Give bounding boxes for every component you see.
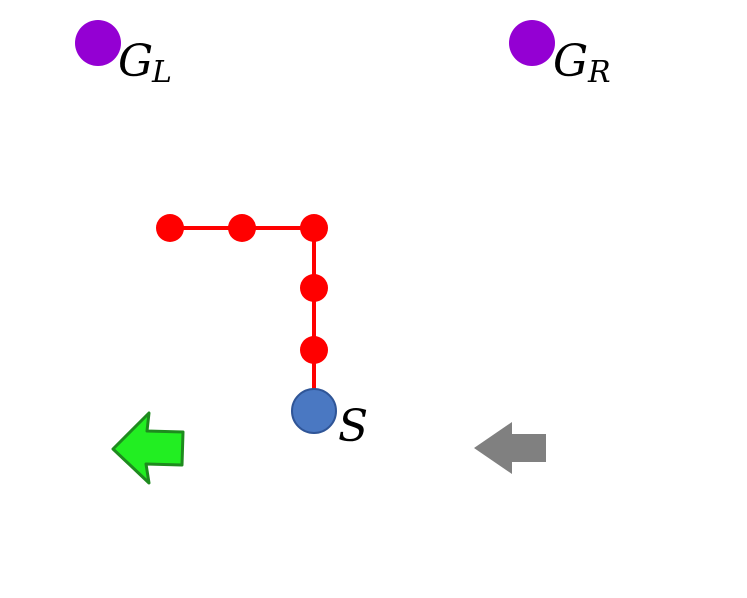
trajectory-point xyxy=(300,336,328,364)
trajectory-path xyxy=(170,226,316,410)
goal-right-subscript: R xyxy=(587,55,611,90)
goal-left-node xyxy=(75,20,121,66)
goal-left-label: G xyxy=(118,36,153,87)
trajectory-point xyxy=(300,214,328,242)
goal-right-node xyxy=(509,20,555,66)
start-node xyxy=(291,388,337,434)
trajectory-point xyxy=(300,274,328,302)
left-arrow-icon xyxy=(111,411,185,485)
start-label: S xyxy=(338,401,368,452)
trajectory-point xyxy=(228,214,256,242)
goal-right-label: G xyxy=(553,36,588,87)
goal-left-subscript: L xyxy=(151,55,172,90)
left-arrow-icon xyxy=(474,422,546,474)
trajectory-point xyxy=(156,214,184,242)
